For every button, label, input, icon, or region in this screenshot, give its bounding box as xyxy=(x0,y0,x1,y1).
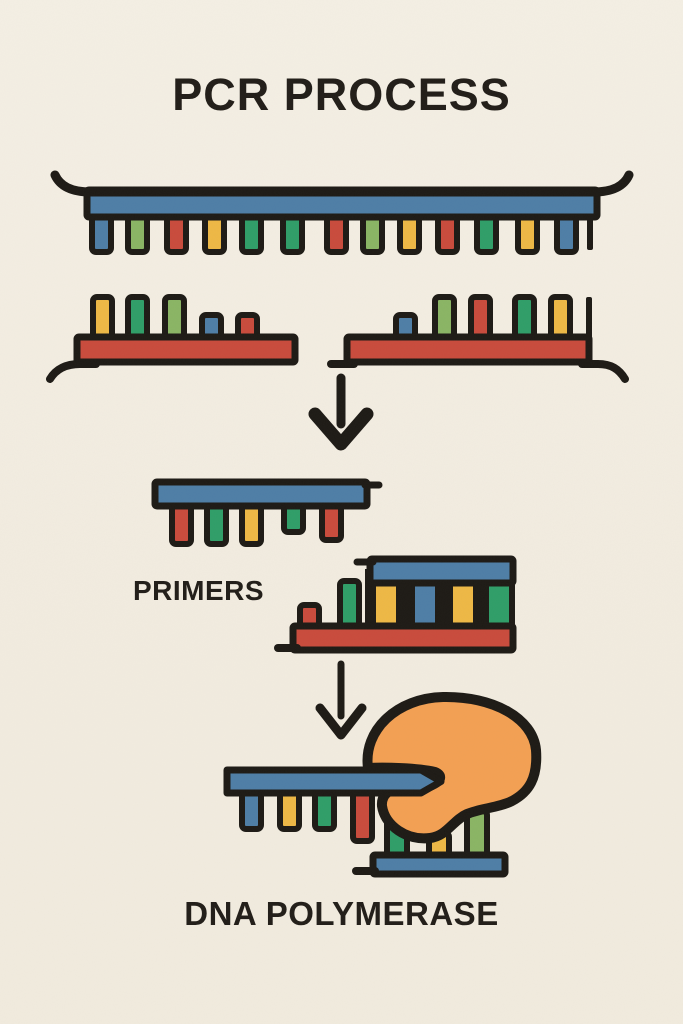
dna-polymerase-label: DNA POLYMERASE xyxy=(184,895,499,932)
template-backbone-pointed-bar xyxy=(223,766,445,797)
down-arrow-denaturation xyxy=(308,373,374,451)
red-base-tooth xyxy=(350,786,375,844)
polymerase-complex xyxy=(223,691,542,878)
primer-strand xyxy=(151,478,383,547)
backbone-bar xyxy=(73,333,299,366)
teal-base-tooth xyxy=(337,578,362,632)
bottom-backbone-bar xyxy=(289,622,517,654)
backbone-bar xyxy=(343,333,593,366)
primer-annealed-duplex xyxy=(274,555,517,654)
backbone-curled-edge xyxy=(50,170,634,197)
page-title: PCR PROCESS xyxy=(172,69,511,120)
template-dna-strand xyxy=(50,170,634,255)
backbone-tail xyxy=(46,360,100,383)
product-backbone-bar xyxy=(369,851,509,878)
primers-label: PRIMERS xyxy=(133,575,265,606)
denatured-fragment-left xyxy=(46,294,299,383)
backbone-tail xyxy=(578,360,629,383)
backbone-bar xyxy=(151,478,371,510)
top-backbone-bar xyxy=(366,555,517,587)
